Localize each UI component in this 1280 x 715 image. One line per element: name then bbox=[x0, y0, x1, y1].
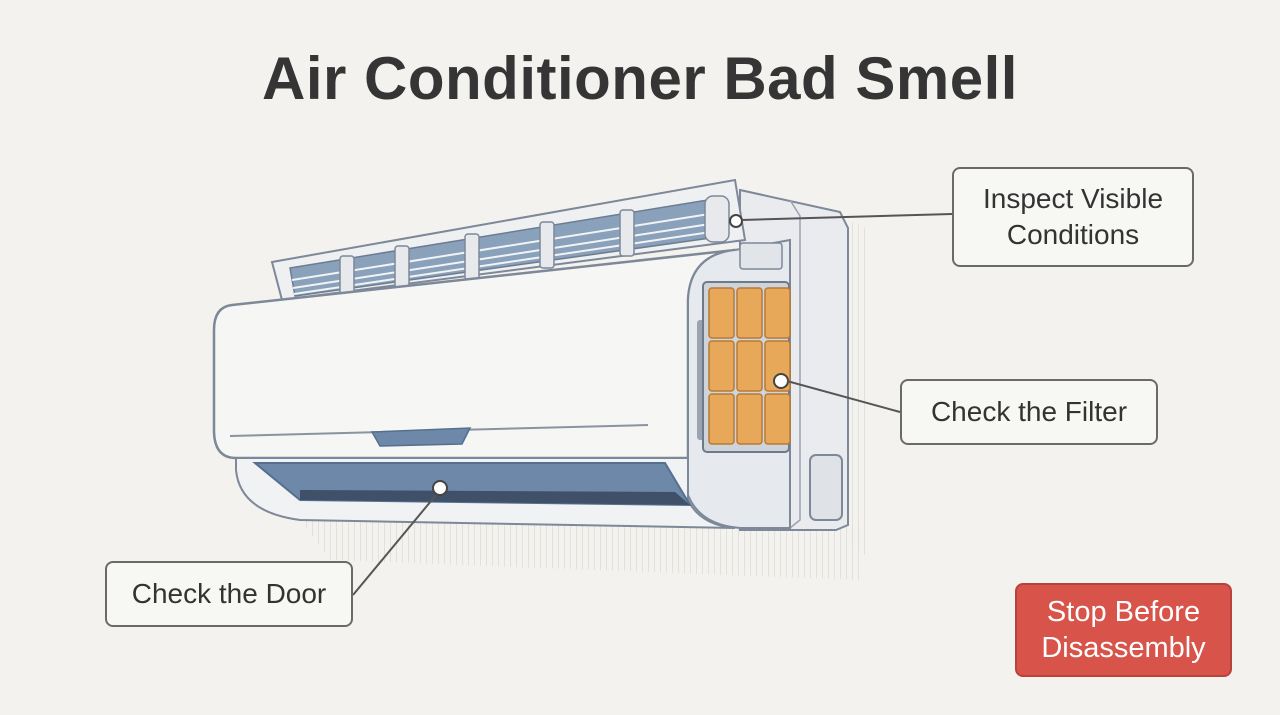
filter-marker bbox=[773, 373, 789, 389]
display-strip bbox=[370, 427, 472, 447]
filter-cell bbox=[736, 393, 763, 445]
callout-check-the-door[interactable]: Check the Door bbox=[105, 561, 353, 627]
door-marker bbox=[432, 480, 448, 496]
filter-cell bbox=[764, 287, 791, 339]
inspect-marker bbox=[729, 214, 743, 228]
filter-cell bbox=[708, 393, 735, 445]
inspect-leader bbox=[741, 213, 953, 221]
filter-cell bbox=[736, 287, 763, 339]
callout-stop-before-disassembly[interactable]: Stop Before Disassembly bbox=[1015, 583, 1232, 677]
diagram-title: Air Conditioner Bad Smell bbox=[262, 45, 1018, 112]
door-leader bbox=[352, 494, 437, 596]
filter-grid bbox=[708, 287, 791, 445]
filter-leader bbox=[786, 380, 901, 413]
filter-cell bbox=[764, 393, 791, 445]
side-latch bbox=[809, 454, 843, 521]
callout-check-the-filter[interactable]: Check the Filter bbox=[900, 379, 1158, 445]
wall-shadow bbox=[300, 220, 870, 580]
leader-lines bbox=[352, 213, 953, 596]
callout-inspect-visible-conditions[interactable]: Inspect Visible Conditions bbox=[952, 167, 1194, 267]
filter-cell bbox=[708, 340, 735, 392]
filter-cell bbox=[708, 287, 735, 339]
filter-cell bbox=[736, 340, 763, 392]
top-grille bbox=[270, 178, 747, 302]
air-door bbox=[252, 462, 692, 507]
